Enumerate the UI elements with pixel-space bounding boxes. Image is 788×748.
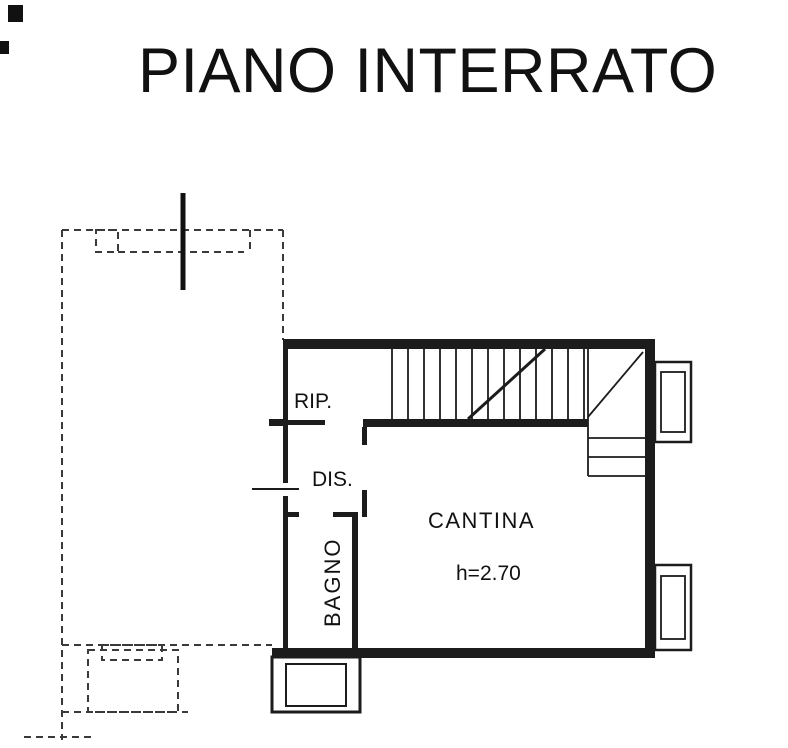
stair-winder-diagonal [587, 351, 644, 418]
window-pillars [653, 360, 693, 652]
exterior-dashed-outline [24, 229, 284, 740]
wall-left [283, 349, 288, 648]
room-height-cantina: h=2.70 [456, 562, 521, 585]
stair-break-line [466, 347, 547, 421]
pillar-bottom-inner [660, 575, 686, 640]
dashed-small-box [101, 644, 163, 661]
pillar-bottom-outer [653, 563, 693, 652]
walls [269, 339, 655, 658]
wall-dis-cantina-lower [362, 490, 367, 517]
staircase [391, 347, 644, 421]
pillar-top-outer [653, 360, 693, 444]
wall-bagno-top-right-stub [333, 512, 358, 517]
room-label-bagno: BAGNO [320, 538, 345, 627]
wall-right [645, 339, 655, 658]
plan-title: PIANO INTERRATO [138, 36, 718, 106]
wall-dis-cantina-upper [362, 427, 367, 445]
well-inner [285, 663, 347, 707]
wall-rip-dis [283, 420, 325, 425]
basement-window-well [270, 655, 362, 714]
wall-bagno-top-left-stub [283, 512, 299, 517]
wall-under-stairs [363, 419, 588, 427]
wall-jamb-left [269, 419, 283, 426]
dashed-notch [95, 229, 119, 253]
room-label-rip: RIP. [294, 390, 332, 413]
dashed-bottom-left-box [87, 649, 179, 713]
room-label-dis: DIS. [312, 468, 353, 491]
corner-mark [0, 41, 9, 54]
room-label-cantina: CANTINA [428, 508, 535, 533]
scan-artifact-marks [0, 5, 23, 54]
well-outer [270, 655, 362, 714]
pillar-top-inner [660, 371, 686, 433]
wall-bagno-right [352, 517, 358, 648]
corner-mark [8, 5, 23, 22]
wall-bottom [272, 648, 655, 658]
room-labels: RIP. DIS. BAGNO CANTINA h=2.70 [294, 390, 535, 627]
door-threshold [252, 483, 299, 496]
winder-steps [587, 419, 645, 477]
wall-top [283, 339, 655, 349]
